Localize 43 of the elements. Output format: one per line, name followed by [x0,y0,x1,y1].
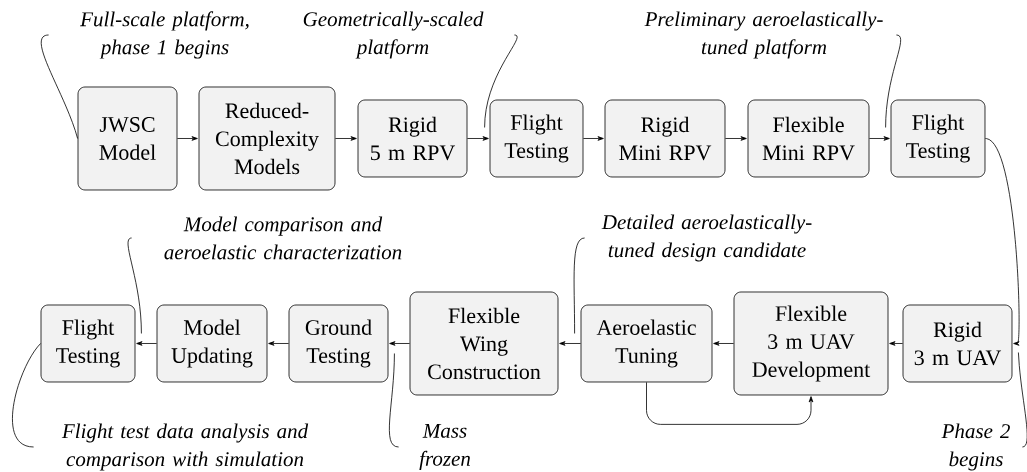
arrow [177,136,198,141]
process-box: Flexible 3 m UAV Development [733,291,889,396]
process-box: Flexible Mini RPV [747,99,870,178]
process-box: Rigid 5 m RPV [357,99,468,178]
annotation-text: Full-scale platform, phase 1 begins [80,11,249,59]
arrow [559,341,581,346]
arrow [889,341,903,346]
arrow [268,341,289,346]
process-box: Flight Testing [489,99,584,178]
annotation-text: Model comparison and aeroelastic characterization [164,216,402,260]
annotation-text: Flight test data analysis and comparison with simulation [61,423,309,471]
process-box: Rigid Mini RPV [604,99,726,178]
leader-line [573,237,585,334]
arrow [583,136,604,141]
arrow [467,136,489,141]
annotation-text: Mass frozen [419,423,470,471]
leader-line [484,34,518,128]
process-box: JWSC Model [77,86,178,191]
leader-line [12,343,41,448]
process-box: Flight Testing [40,304,136,383]
leader-line [388,353,399,448]
process-box: Ground Testing [288,304,389,383]
leader-line [885,34,901,128]
annotation-text: Preliminary aeroelastically-tuned platform [644,11,883,59]
arrow [389,341,410,346]
arrow [985,138,1020,346]
arrow [869,136,890,141]
annotation-text: Phase 2 begins [941,423,1010,471]
annotation-text: Detailed aeroelastically-tuned design candidate [601,214,812,262]
process-box: Rigid 3 m UAV [902,304,1013,383]
arrow [136,341,157,346]
arrow [725,136,747,141]
leader-line [1018,352,1027,448]
process-box: Model Updating [156,304,268,383]
process-box: Reduced-Complexity Models [198,86,336,191]
process-box: Flexible Wing Construction [409,291,559,396]
arrow [713,341,734,346]
leader-line [127,237,142,334]
process-box: Flight Testing [890,99,986,178]
arrow [335,136,357,141]
process-box: Aeroelastic Tuning [580,304,713,383]
annotation-text: Geometrically-scaled platform [303,11,484,59]
arrow [646,382,814,425]
